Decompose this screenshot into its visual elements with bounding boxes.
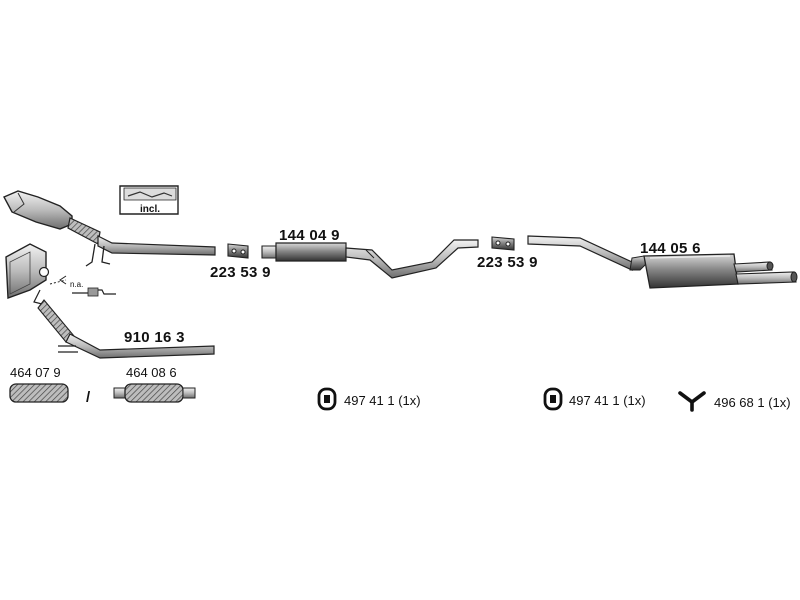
- rear-silencer-part-number: 144 05 6: [640, 240, 701, 257]
- flex-pipe-a-part-number: 464 07 9: [10, 365, 61, 380]
- hanger-2-part-number: 497 41 1 (1x): [569, 393, 646, 408]
- catalytic-converter-front-pipe: [3, 190, 216, 267]
- included-label: incl.: [140, 204, 160, 215]
- clamp-2: [491, 236, 515, 251]
- sensor-not-applicable: n.a.: [49, 275, 116, 297]
- rear-silencer: [527, 235, 798, 289]
- catalyst-down-pipe: [5, 243, 215, 359]
- included-parts-box: incl.: [119, 185, 179, 215]
- clamp-2-part-number: 223 53 9: [477, 254, 538, 271]
- hanger-3-part-number: 496 68 1 (1x): [714, 395, 791, 410]
- flex-pipe-b-part-number: 464 08 6: [126, 365, 177, 380]
- not-applicable-label: n.a.: [70, 280, 83, 289]
- separator: /: [86, 389, 91, 406]
- catalyst-pipe-part-number: 910 16 3: [124, 329, 185, 346]
- clamp-1-part-number: 223 53 9: [210, 264, 271, 281]
- rubber-hanger-2-icon: [543, 387, 563, 411]
- middle-silencer-pipe: [261, 239, 479, 279]
- middle-silencer-part-number: 144 04 9: [279, 227, 340, 244]
- hanger-1-part-number: 497 41 1 (1x): [344, 393, 421, 408]
- flex-pipe-a: [9, 383, 69, 403]
- y-hanger-icon: [678, 391, 706, 412]
- flex-pipe-b: [113, 383, 196, 403]
- rubber-hanger-1-icon: [317, 387, 337, 411]
- clamp-1: [227, 243, 249, 259]
